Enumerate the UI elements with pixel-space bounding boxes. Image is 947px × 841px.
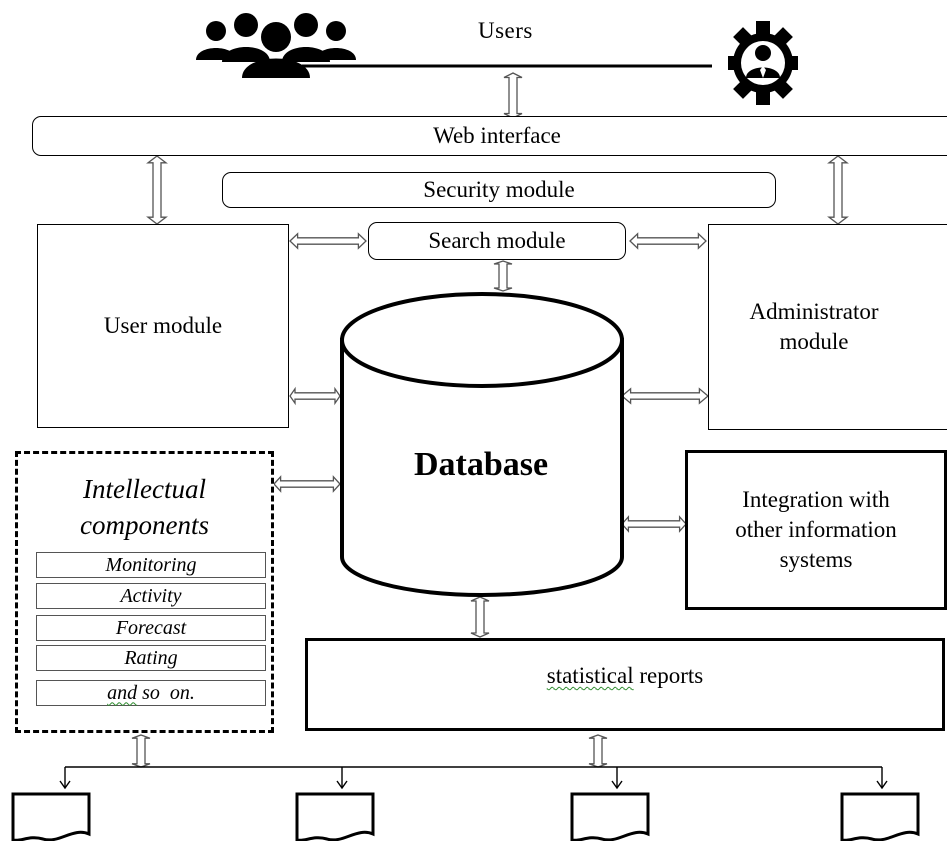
component-label: Rating — [124, 646, 178, 669]
integration-label-line2: other information — [735, 517, 897, 543]
search-module-box: Search module — [368, 222, 626, 260]
integration-box: Integration with other information syste… — [685, 450, 947, 610]
component-label-rest: so on. — [137, 681, 195, 704]
search-admin-arrow — [629, 233, 707, 249]
database-reports-arrow — [470, 596, 490, 638]
component-forecast: Forecast — [36, 615, 266, 641]
reports-word: reports — [633, 663, 704, 688]
component-label: Forecast — [115, 616, 187, 639]
administrator-module-label-line2: module — [779, 329, 849, 354]
component-activity: Activity — [36, 583, 266, 609]
user-database-arrow — [289, 388, 341, 404]
document-icon — [11, 792, 91, 841]
security-module-label: Security module — [423, 177, 575, 203]
users-group-icon — [196, 13, 356, 78]
statistical-word: statistical — [546, 663, 634, 688]
user-search-arrow — [289, 233, 367, 249]
intellectual-title-line1: Intellectual — [83, 474, 206, 504]
statistical-reports-box: statistical reports — [305, 638, 945, 731]
search-module-label: Search module — [428, 228, 566, 254]
intellectual-database-arrow — [273, 476, 341, 492]
admin-database-arrow — [621, 388, 709, 404]
document-icon — [570, 792, 650, 841]
user-module-box: User module — [37, 224, 289, 428]
integration-label-line3: systems — [779, 546, 853, 572]
document-icon — [295, 792, 375, 841]
component-label: Monitoring — [105, 553, 197, 576]
web-user-module-arrow — [147, 155, 167, 225]
search-database-arrow — [493, 260, 513, 292]
component-rating: Rating — [36, 645, 266, 671]
intellectual-title-line2: components — [80, 509, 209, 540]
integration-label-line1: Integration with — [742, 487, 890, 513]
intellectual-output-arrow — [131, 734, 151, 768]
web-admin-module-arrow — [828, 155, 848, 225]
component-monitoring: Monitoring — [36, 552, 266, 578]
reports-output-arrow — [588, 734, 608, 768]
intellectual-components-title: Intellectual components — [18, 472, 271, 543]
administrator-module-label-line1: Administrator — [749, 299, 879, 325]
component-label-and: and — [107, 681, 138, 704]
user-module-label: User module — [103, 313, 223, 339]
administrator-module-box: Administrator module — [708, 224, 947, 430]
document-icon — [840, 792, 920, 841]
database-cylinder — [340, 292, 624, 597]
statistical-reports-label: statistical reports — [547, 661, 704, 691]
users-web-arrow — [503, 72, 523, 119]
component-and-so-on: and so on. — [36, 680, 266, 706]
administrator-gear-icon — [728, 21, 798, 105]
web-interface-box: Web interface — [32, 116, 947, 156]
database-label: Database — [413, 446, 549, 483]
integration-database-arrow — [621, 516, 687, 532]
web-interface-label: Web interface — [433, 123, 561, 149]
component-label: Activity — [120, 584, 182, 607]
output-bus — [59, 766, 888, 790]
intellectual-components-box: Intellectual components Monitoring Activ… — [15, 451, 274, 733]
security-module-box: Security module — [222, 172, 776, 208]
users-label: Users — [478, 18, 533, 43]
